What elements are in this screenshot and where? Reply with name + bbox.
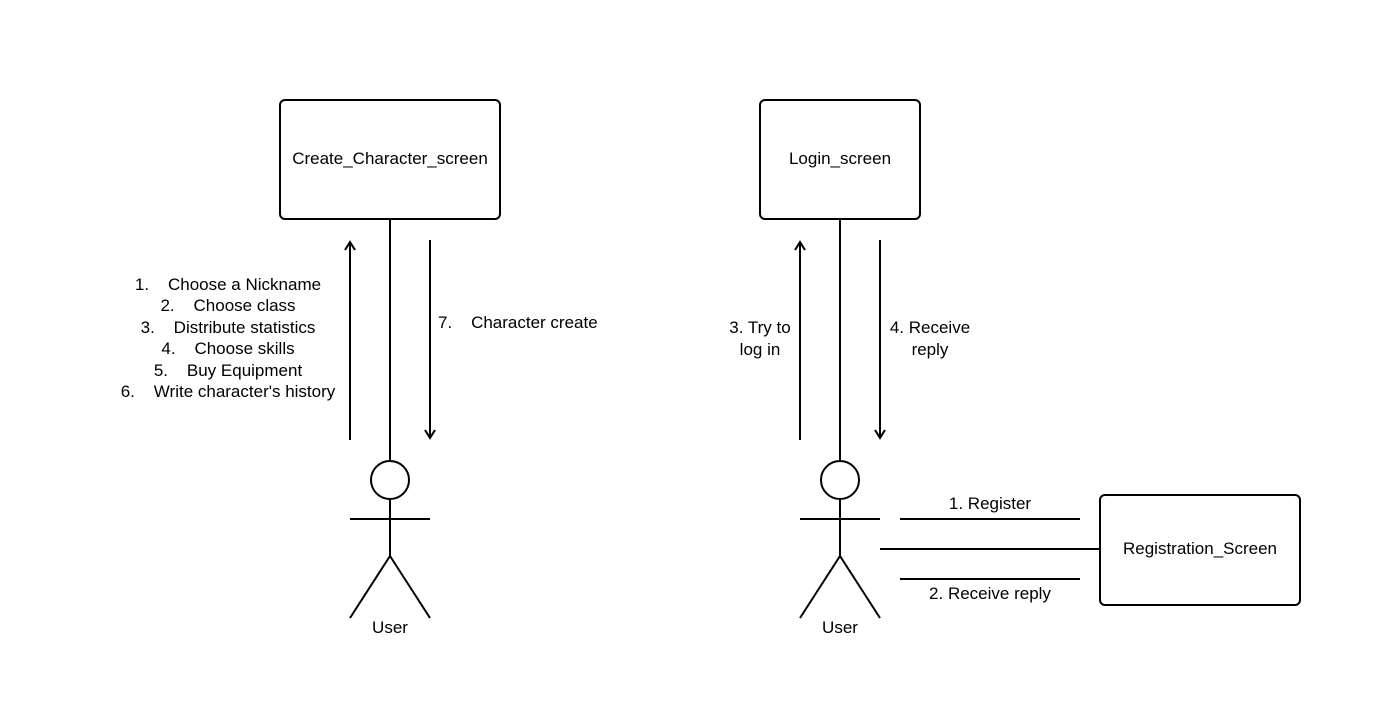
try-login-label-line1: 3. Try to [729,318,790,337]
actor-head-icon [820,460,860,500]
register-label: 1. Register [949,494,1032,513]
receive-reply-label-line1: 4. Receive [890,318,970,337]
actor-left-leg [799,555,841,619]
create-character-group: Create_Character_screen 1. Choose a Nick… [121,99,598,637]
registration-screen-box[interactable] [1099,494,1301,606]
step-item: 2. Choose class [160,296,295,315]
login-screen-label: Login_screen [789,149,891,168]
left-actor-label: User [372,618,408,637]
step-item: 3. Distribute statistics [141,318,316,337]
registration-screen-label: Registration_Screen [1123,539,1277,558]
registration-receive-reply-label: 2. Receive reply [929,584,1051,603]
create-character-screen-label: Create_Character_screen [292,149,488,168]
step-item: 5. Buy Equipment [154,361,303,380]
steps-list: 1. Choose a Nickname 2. Choose class 3. … [121,275,336,401]
actor-head-icon [370,460,410,500]
actor-left-leg [349,555,391,619]
step-item: 4. Choose skills [161,339,294,358]
left-user-actor[interactable] [349,460,431,619]
actor-right-leg [839,555,881,619]
step-item: 1. Choose a Nickname [135,275,321,294]
right-user-actor[interactable] [799,460,881,619]
character-create-label: 7. Character create [438,313,598,332]
step-item: 6. Write character's history [121,382,336,401]
try-login-label-line2: log in [740,340,781,359]
right-actor-label: User [822,618,858,637]
receive-reply-label-line2: reply [912,340,949,359]
actor-right-leg [389,555,431,619]
login-group: Login_screen 3. Try to log in 4. Receive… [729,99,1301,637]
